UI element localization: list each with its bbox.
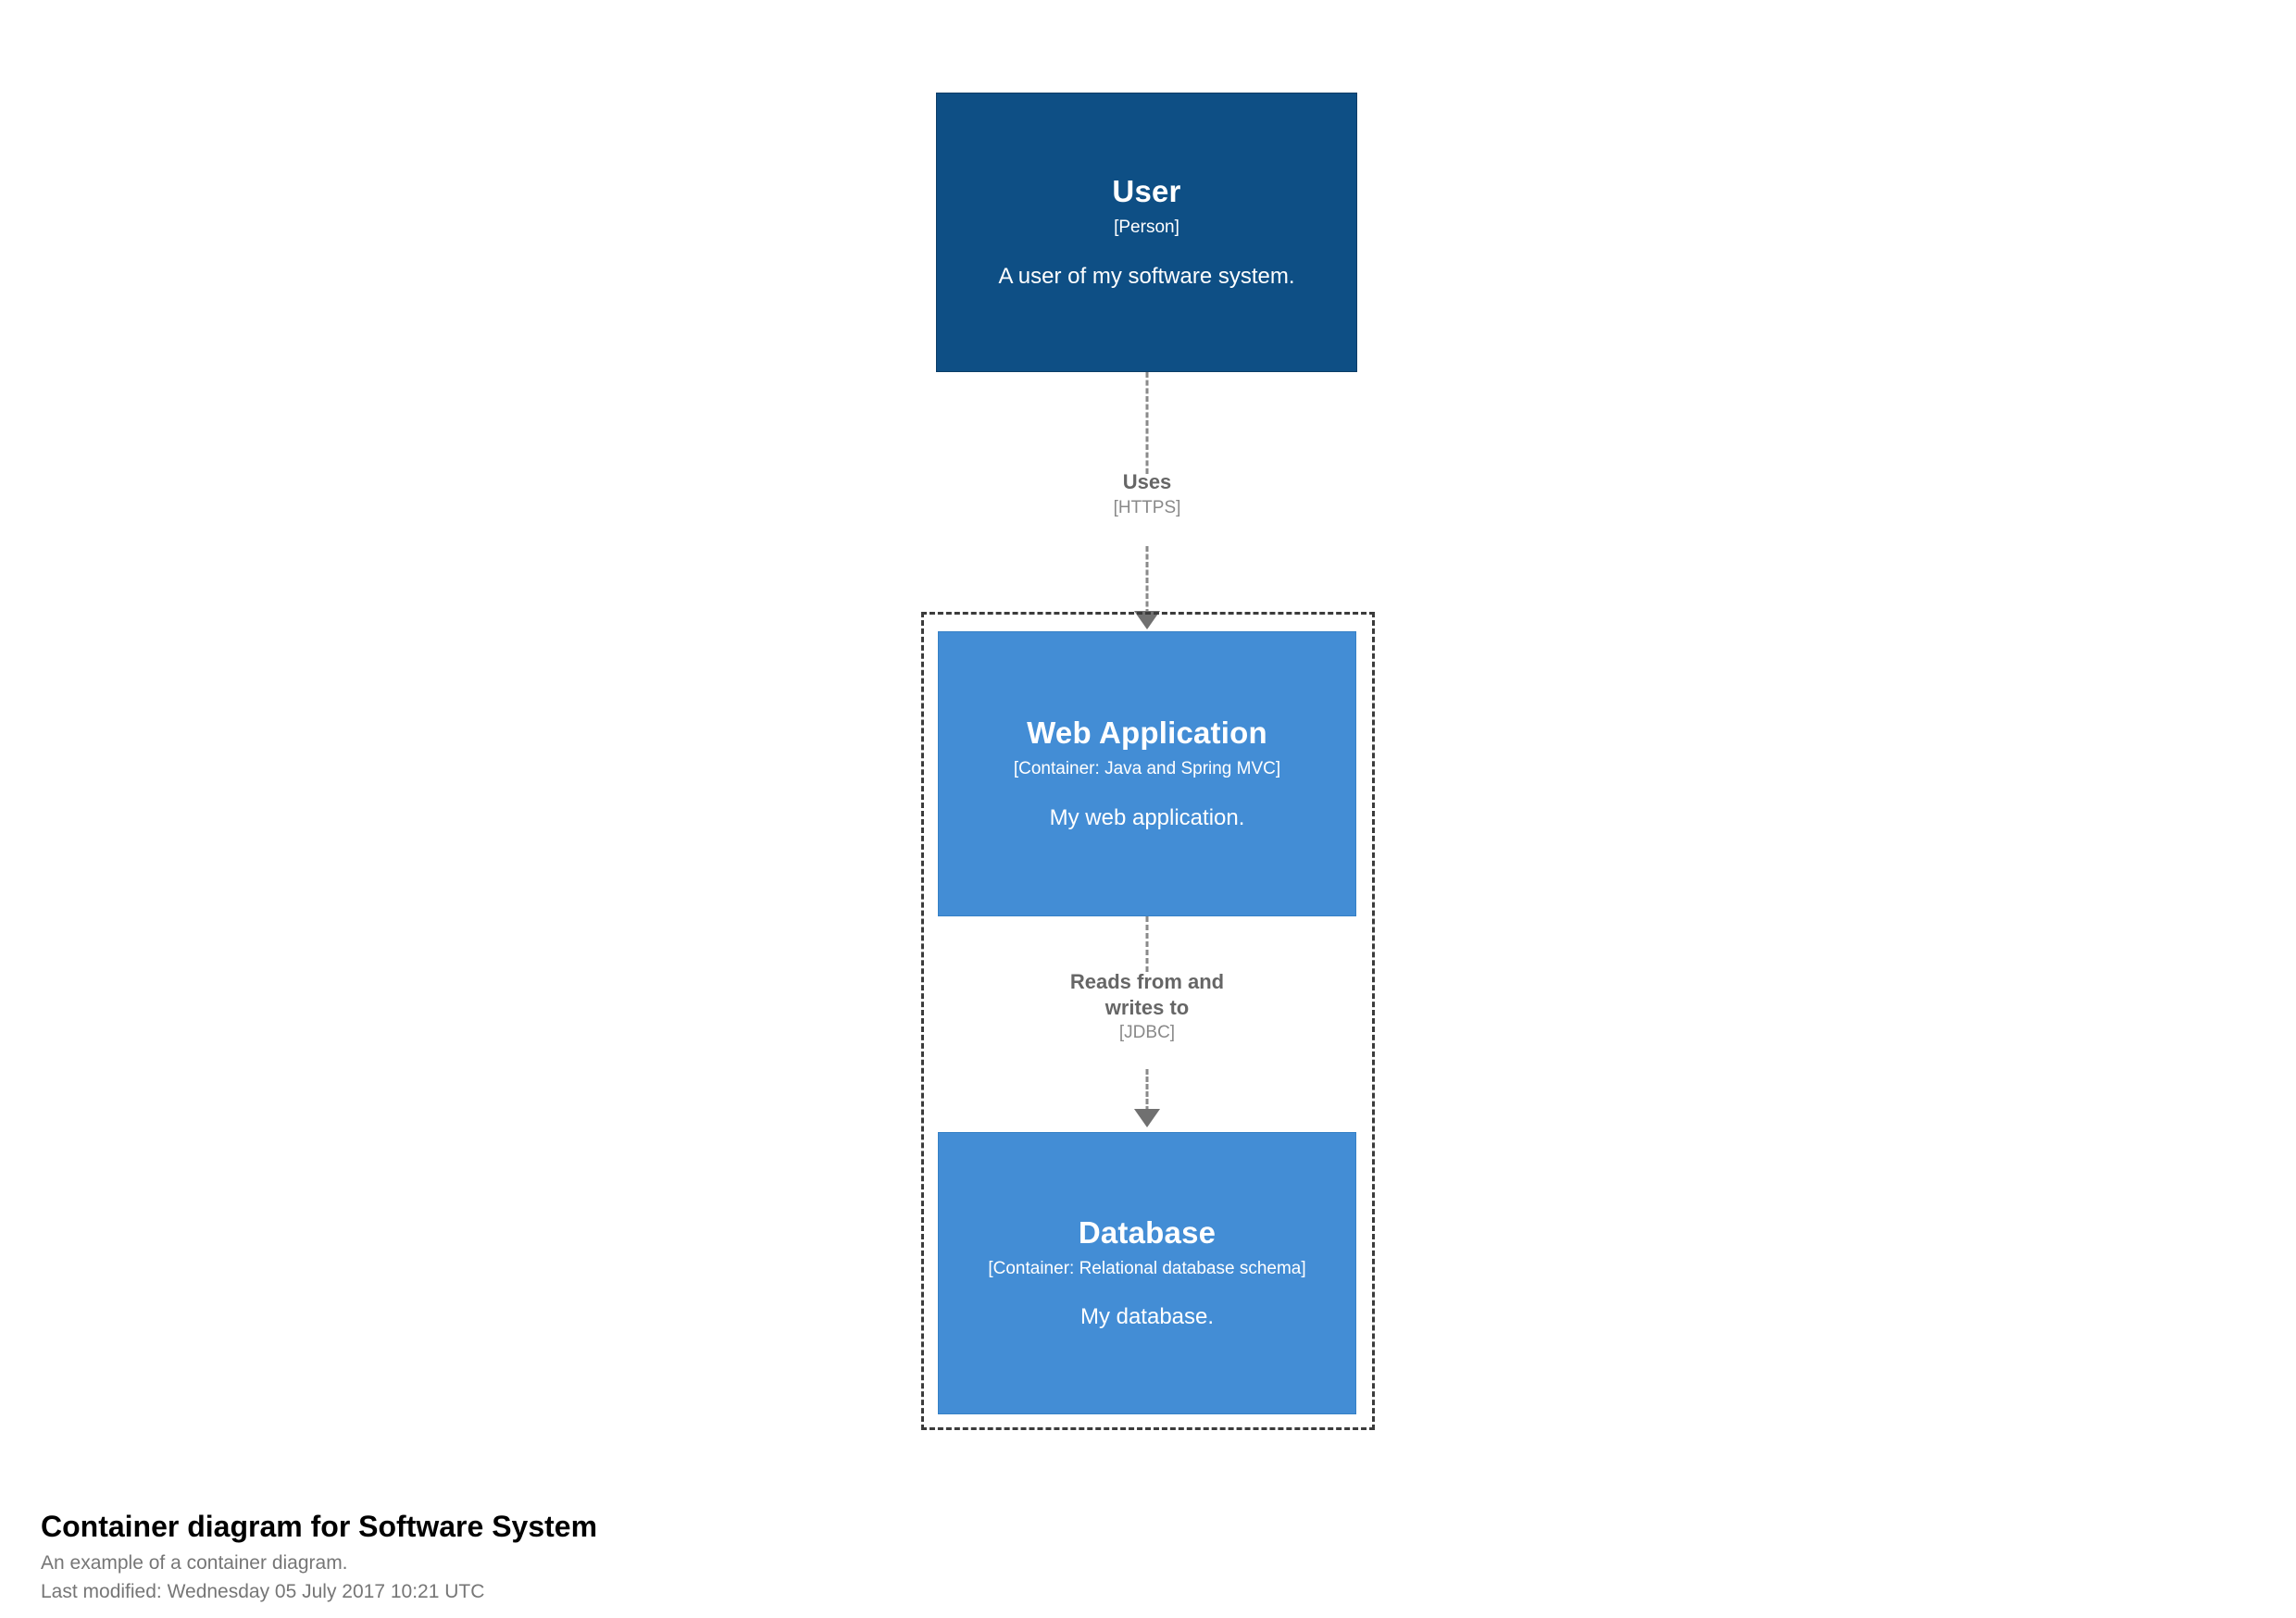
relationship-description-line-2: writes to bbox=[1104, 995, 1190, 1019]
software-system-boundary bbox=[921, 612, 1375, 1430]
relationship-user-to-web-application[interactable]: Uses [HTTPS] bbox=[938, 372, 1356, 633]
node-user-name: User bbox=[1112, 174, 1181, 209]
node-database[interactable]: Database [Container: Relational database… bbox=[938, 1132, 1356, 1414]
relationship-line-lower bbox=[1145, 546, 1149, 615]
diagram-subtitle: An example of a container diagram. bbox=[41, 1552, 348, 1574]
node-user-meta: [Person] bbox=[1114, 218, 1179, 238]
relationship-line-upper bbox=[1145, 916, 1149, 972]
relationship-description: Uses bbox=[1122, 470, 1172, 493]
relationship-technology: [HTTPS] bbox=[1113, 497, 1181, 517]
node-user[interactable]: User [Person] A user of my software syst… bbox=[936, 93, 1357, 372]
node-web-application-name: Web Application bbox=[1027, 716, 1267, 751]
diagram-caption: Container diagram for Software System An… bbox=[41, 1509, 1337, 1606]
node-web-application-meta: [Container: Java and Spring MVC] bbox=[1013, 759, 1281, 779]
relationship-line-upper bbox=[1145, 372, 1149, 474]
relationship-label-user-to-web-application: Uses [HTTPS] bbox=[1114, 469, 1181, 519]
diagram-title: Container diagram for Software System bbox=[41, 1510, 598, 1543]
node-database-name: Database bbox=[1078, 1214, 1217, 1250]
arrowhead-icon bbox=[1134, 1109, 1160, 1127]
node-web-application-description: My web application. bbox=[1049, 804, 1245, 830]
relationship-description-line-1: Reads from and bbox=[1069, 970, 1225, 993]
relationship-label-web-application-to-database: Reads from and writes to [JDBC] bbox=[1070, 969, 1224, 1045]
relationship-technology: [JDBC] bbox=[1118, 1023, 1176, 1042]
node-user-description: A user of my software system. bbox=[998, 263, 1295, 289]
relationship-web-application-to-database[interactable]: Reads from and writes to [JDBC] bbox=[938, 916, 1356, 1134]
node-database-description: My database. bbox=[1079, 1304, 1215, 1330]
arrowhead-icon bbox=[1134, 611, 1160, 629]
node-database-meta: [Container: Relational database schema] bbox=[988, 1258, 1306, 1278]
diagram-last-modified: Last modified: Wednesday 05 July 2017 10… bbox=[41, 1580, 485, 1602]
node-web-application[interactable]: Web Application [Container: Java and Spr… bbox=[938, 631, 1356, 916]
relationship-line-lower bbox=[1145, 1069, 1149, 1112]
